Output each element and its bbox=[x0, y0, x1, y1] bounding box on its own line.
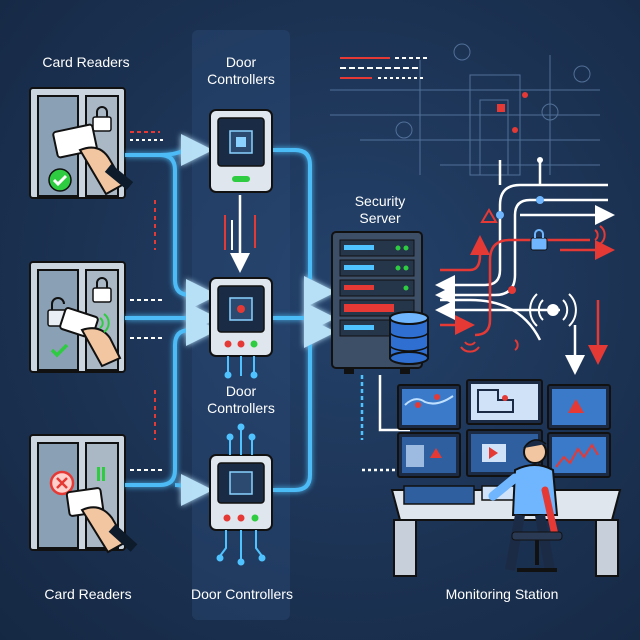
lock-icon bbox=[92, 106, 112, 132]
door-controller-3 bbox=[209, 454, 273, 531]
building-blueprint bbox=[330, 43, 600, 176]
label-monitoring-station: Monitoring Station bbox=[445, 586, 559, 602]
hand-with-card bbox=[52, 123, 134, 196]
chip-icon bbox=[229, 471, 253, 495]
database-icon bbox=[389, 311, 429, 365]
card-reader-3 bbox=[29, 434, 138, 554]
blueprint-nodes bbox=[497, 92, 543, 163]
padlock-icon bbox=[530, 229, 548, 251]
label-door-controllers-bottom: Door Controllers bbox=[191, 586, 293, 602]
operator-figure bbox=[488, 439, 559, 571]
hand-with-card bbox=[59, 307, 122, 368]
lock-icon bbox=[92, 277, 112, 303]
label-security-server: Security Server bbox=[354, 193, 406, 226]
reader-led-bar bbox=[97, 467, 105, 481]
warning-triangle-icon bbox=[480, 208, 498, 223]
circuit-traces bbox=[216, 356, 266, 566]
hand-with-card bbox=[65, 487, 138, 554]
card-reader-1 bbox=[29, 87, 134, 199]
wifi-signal-icon bbox=[99, 313, 110, 333]
dashed-connectors bbox=[130, 131, 256, 471]
blueprint-code-lines bbox=[340, 57, 430, 79]
door-controller-1 bbox=[209, 109, 273, 193]
data-flow-lines bbox=[125, 134, 336, 506]
monitoring-station bbox=[390, 379, 622, 577]
rfid-signal-icon bbox=[529, 293, 577, 327]
door-controller-2 bbox=[209, 277, 273, 357]
label-card-readers-bottom: Card Readers bbox=[44, 586, 132, 602]
check-icon bbox=[48, 168, 72, 192]
card-reader-2 bbox=[29, 261, 126, 373]
check-icon bbox=[50, 343, 69, 358]
office-chair bbox=[511, 486, 563, 572]
label-door-controllers-top: Door Controllers bbox=[207, 54, 275, 87]
network-nodes bbox=[496, 196, 544, 294]
label-door-controllers-mid: Door Controllers bbox=[207, 383, 275, 416]
label-card-readers-top: Card Readers bbox=[42, 54, 130, 70]
signal-waves-icon bbox=[460, 225, 606, 353]
x-icon bbox=[49, 470, 75, 496]
